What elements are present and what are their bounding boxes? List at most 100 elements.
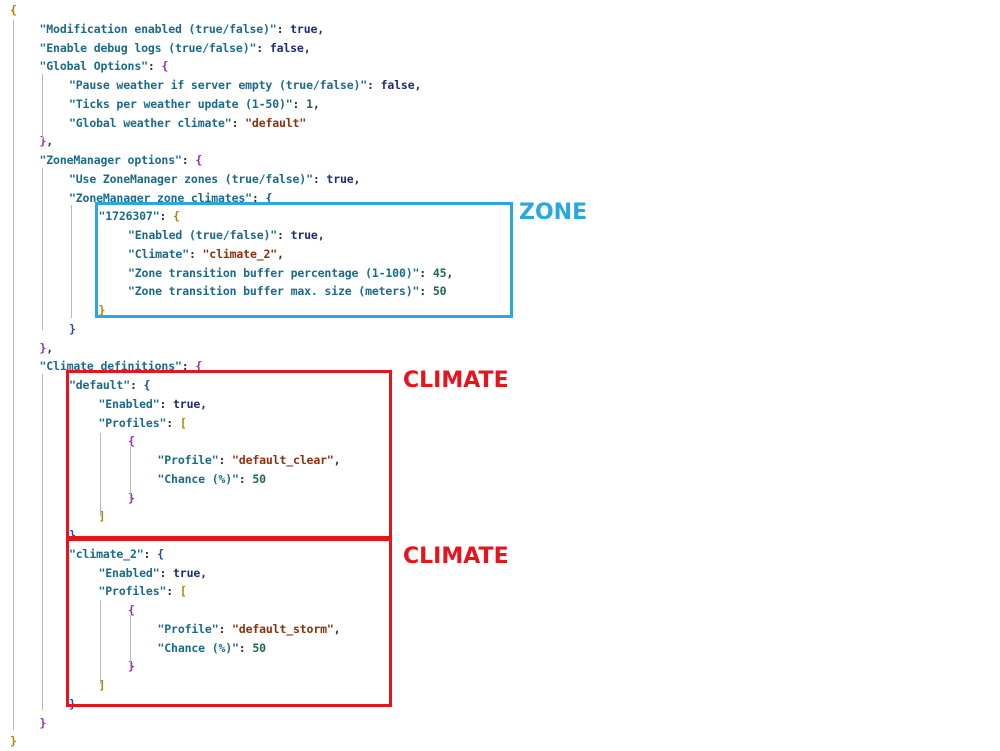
code-token: } [69,696,76,711]
code-token: "climate_2" [202,246,278,261]
code-token: false [380,78,415,92]
code-token: } [10,734,17,749]
code-token: "Profile" [157,453,219,467]
code-token: : [231,115,246,130]
code-line: "Profiles": [ [99,414,187,433]
code-token: "Chance (%)" [157,471,239,486]
code-token: } [128,659,135,674]
code-token: "Use ZoneManager zones (true/false)" [69,171,313,186]
code-token: ] [98,509,106,524]
code-token: , [317,228,325,242]
code-line: }, [40,132,54,151]
code-line: "Climate definitions": { [40,357,203,376]
code-token: true [290,228,318,242]
code-token: "1726307" [98,209,160,224]
code-token: , [200,396,207,411]
code-token: "Enabled (true/false)" [128,228,278,242]
code-line: ] [99,676,106,695]
code-token: : [143,546,158,561]
code-token: { [143,378,151,392]
code-token: , [200,565,207,580]
code-token: : [147,59,162,74]
code-token: : [238,471,253,486]
code-token: , [46,340,54,355]
code-line: "Profile": "default_storm", [158,620,341,639]
code-token: : [419,284,433,299]
code-token: "Global Options" [39,59,149,74]
code-line: "Profile": "default_clear", [158,451,341,470]
code-line: "Global Options": { [40,57,169,76]
code-token: , [414,78,422,92]
code-token: : [159,565,174,580]
code-line: "1726307": { [99,207,180,226]
code-line: "Profiles": [ [99,582,187,601]
code-token: { [195,153,203,167]
code-token: , [312,96,320,111]
code-token: : [181,153,196,167]
code-line: "Climate": "climate_2", [128,245,284,264]
code-token: : [159,209,174,224]
code-line: "Global weather climate": "default" [69,114,306,133]
code-line: "Enabled": true, [98,395,208,414]
code-line: "Enabled": true, [99,564,208,583]
code-token: "Climate" [128,246,189,261]
code-line: "default": { [69,376,150,395]
code-token: : [159,396,174,411]
code-token: : [129,378,144,392]
code-token: 50 [252,471,266,486]
indent-guide [42,168,43,330]
code-token: { [173,209,180,224]
indent-guide [130,447,131,500]
code-token: "default_storm" [232,621,334,636]
code-token: } [39,340,47,355]
code-token: , [353,171,361,186]
code-token: "Ticks per weather update (1-50)" [69,96,293,111]
code-line: { [128,601,135,620]
code-token: : [419,265,433,280]
code-token: : [256,40,270,55]
code-token: } [39,715,47,730]
code-token: "Profiles" [98,584,167,599]
code-token: } [69,528,76,542]
code-token: , [46,134,54,149]
code-line: "Zone transition buffer percentage (1-10… [128,264,453,283]
code-token: "Enabled" [98,396,160,411]
indent-guide [100,600,101,684]
indent-guide [42,374,43,710]
code-token: : [292,96,307,111]
indent-guide [42,74,43,140]
code-token: , [446,265,454,280]
code-token: : [181,359,196,374]
code-line: "Enable debug logs (true/false)": false, [40,39,311,58]
code-token: "Profiles" [98,415,167,430]
code-token: , [333,453,341,467]
code-line: "ZoneManager options": { [40,151,203,170]
code-line: "climate_2": { [69,545,164,564]
code-token: "Profile" [157,621,219,636]
code-line: { [128,432,135,451]
code-token: "climate_2" [69,546,144,561]
code-token: : [251,190,266,205]
code-line: } [69,320,76,339]
code-token: , [75,528,83,542]
code-token: { [10,3,17,17]
code-token: "Global weather climate" [69,115,232,130]
indent-guide [100,433,101,516]
code-token: false [269,40,304,55]
code-token: [ [179,415,187,430]
zone-annotation-label: ZONE [519,200,588,225]
code-token: true [173,565,201,580]
code-token: "Pause weather if server empty (true/fal… [69,78,368,92]
code-token: } [128,490,135,505]
code-token: { [128,434,135,449]
zone-highlight-box [95,202,513,318]
code-token: { [161,59,169,74]
code-token: 45 [432,265,447,280]
code-token: ] [98,678,106,692]
code-line: { [10,1,17,20]
code-token: { [195,359,203,374]
code-token: "default_clear" [232,453,334,467]
code-line: ] [99,507,106,526]
code-token: : [312,171,327,186]
